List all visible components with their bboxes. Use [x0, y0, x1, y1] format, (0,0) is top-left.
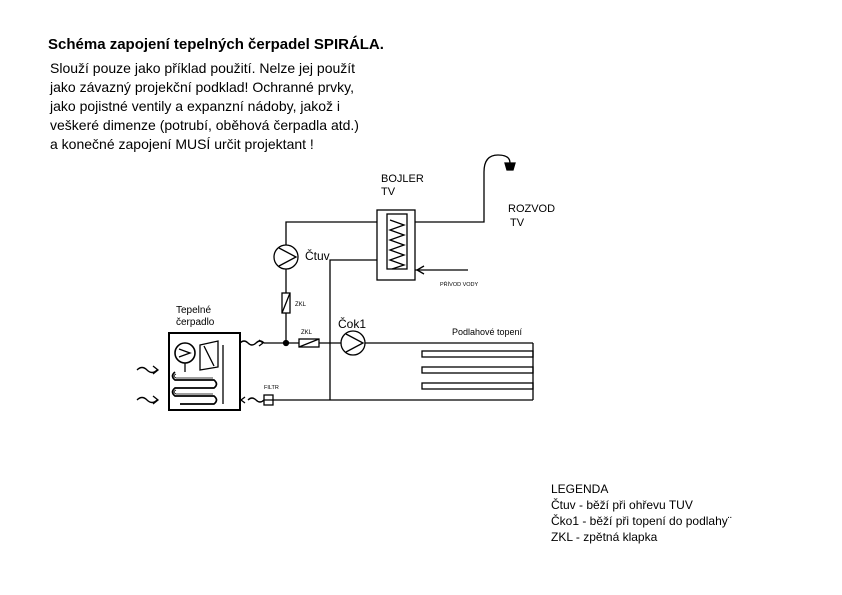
check-valve-top: ZKL [281, 292, 307, 314]
distribution-label: ROZVOD [508, 203, 555, 215]
pump-ctuv: Čtuv [273, 244, 330, 270]
boiler: BOJLER TV [376, 173, 424, 281]
check-valve-bottom-diagonal [298, 338, 320, 348]
heat-pump-label-2: čerpadlo [176, 317, 215, 328]
disclaimer-line: Slouží pouze jako příklad použití. Nelze… [50, 60, 356, 76]
heat-pump-housing [168, 332, 241, 411]
disclaimer-line: a konečné zapojení MUSÍ určit projektant… [50, 136, 314, 152]
disclaimer-line: jako pojistné ventily a expanzní nádoby,… [50, 98, 341, 114]
pipe-junction [282, 339, 290, 347]
check-valve-bottom-label: ZKL [301, 330, 313, 336]
water-inlet-label: PŘÍVOD VODY [440, 280, 479, 288]
water-inlet: PŘÍVOD VODY [415, 265, 479, 288]
disclaimer-line: jako závazný projekční podklad! Ochranné… [50, 79, 355, 95]
distribution-pipe [415, 154, 511, 223]
air-inlet-wave-icon [136, 366, 158, 374]
pump-cok1-arrow-icon [345, 333, 365, 353]
pump-ctuv-label: Čtuv [305, 248, 330, 263]
pump-cok1: Čok1 [338, 316, 366, 356]
boiler-coil-icon [388, 219, 406, 270]
air-outlet-wave-icon [136, 396, 158, 404]
page-title: Schéma zapojení tepelných čerpadel SPIRÁ… [48, 36, 384, 53]
boiler-return-pipe [329, 259, 377, 400]
evaporator-coil-inner [173, 373, 213, 395]
distribution-label-tv: TV [510, 217, 525, 229]
condenser-icon [199, 340, 219, 371]
boiler-label-tv: TV [381, 186, 396, 198]
legend-heading: LEGENDA [551, 482, 609, 496]
condenser-diagonal [203, 345, 215, 367]
heat-pump-label: Tepelné [176, 305, 211, 316]
disclaimer-line: veškeré dimenze (potrubí, oběhová čerpad… [50, 117, 359, 133]
disclaimer-text: Slouží pouze jako příklad použití. Nelze… [50, 59, 359, 154]
boiler-loop-piping [285, 221, 377, 400]
pump-ctuv-arrow-icon [278, 247, 298, 267]
boiler-label: BOJLER [381, 173, 424, 185]
heat-pump-return-arrow-icon [239, 396, 246, 404]
check-valve-top-icon [281, 292, 291, 314]
floor-heating: Podlahové topení [421, 327, 534, 400]
check-valve-top-label: ZKL [295, 302, 307, 308]
air-outlet-arrow-icon [152, 395, 160, 405]
heating-piping [264, 339, 533, 401]
compressor-arrow-icon [178, 348, 192, 358]
check-valve-bottom-icon [298, 338, 320, 348]
evaporator-coil-icon [171, 371, 218, 405]
floor-heating-loop [421, 382, 534, 390]
pump-cok1-label: Čok1 [338, 316, 366, 331]
check-valve-bottom: ZKL [298, 330, 320, 348]
legend: LEGENDA Čtuv - běží při ohřevu TUV Čko1 … [551, 481, 732, 545]
boiler-supply-pipe [285, 221, 377, 245]
check-valve-top-diagonal [281, 292, 291, 314]
floor-heating-loop [421, 350, 534, 358]
hot-water-distribution: ROZVOD TV [415, 154, 555, 229]
filter-icon [263, 394, 274, 406]
inlet-arrow-icon [415, 265, 425, 275]
filter-label: FILTR [264, 385, 279, 391]
pump-ctuv-icon [273, 244, 299, 270]
heat-pump-unit: Tepelné čerpadlo [136, 305, 265, 411]
legend-item: Čtuv - běží při ohřevu TUV [551, 498, 693, 512]
shower-head-icon [504, 162, 516, 171]
boiler-coil-frame [386, 213, 408, 270]
pump-cok1-icon [340, 330, 366, 356]
legend-item: ZKL - zpětná klapka [551, 530, 658, 544]
boiler-tank [376, 209, 416, 281]
floor-heating-label: Podlahové topení [452, 327, 523, 337]
floor-heating-loop [421, 366, 534, 374]
air-inlet-arrow-icon [152, 365, 160, 375]
heat-pump-return-wave [247, 397, 265, 403]
filter: FILTR [263, 385, 279, 406]
legend-item: Čko1 - běží při topení do podlahy¨ [551, 514, 732, 528]
compressor-icon [174, 342, 196, 364]
heat-pump-outlet-arrow-icon [258, 339, 265, 347]
